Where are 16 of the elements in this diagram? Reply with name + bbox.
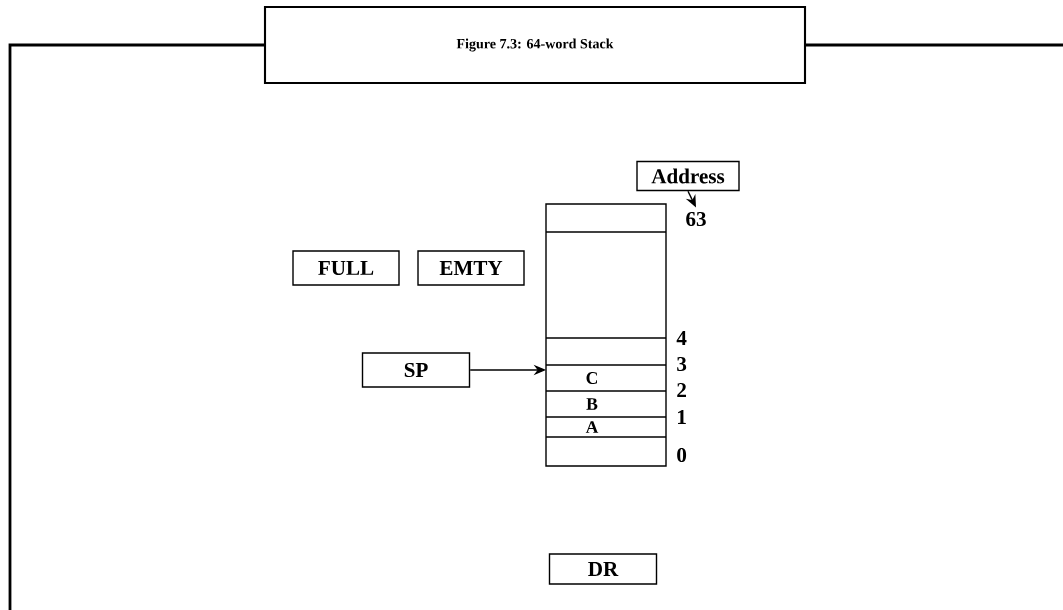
row-number: 1 (678, 410, 686, 424)
stack-box (545, 203, 667, 467)
cell-label: B (586, 398, 598, 410)
register-box: Address (636, 160, 740, 192)
register-box: EMTY (417, 250, 525, 286)
row-number: 63 (686, 211, 706, 227)
row-number: 3 (677, 356, 687, 372)
cell-label: C (586, 372, 597, 384)
row-number: 2 (677, 383, 686, 397)
register-box: FULL (292, 250, 400, 286)
title-box: Figure 7.3: 64-word Stack (263, 5, 807, 85)
register-box: SP (361, 352, 471, 388)
row-number: 0 (677, 447, 687, 463)
row-number: 4 (676, 331, 687, 345)
register-box: DR (548, 553, 658, 585)
cell-label: A (585, 421, 599, 433)
